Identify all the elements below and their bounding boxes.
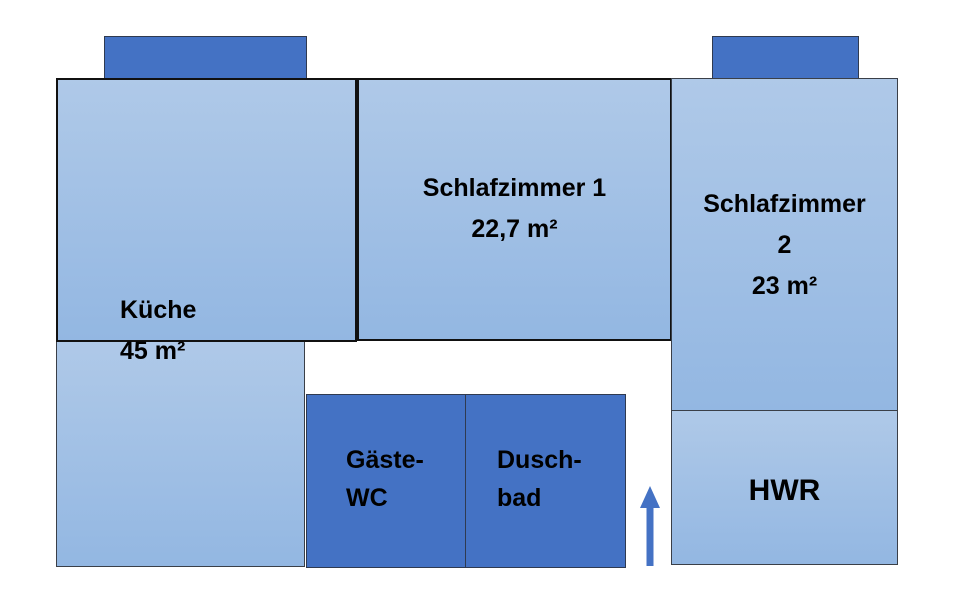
schlafzimmer-2-name-line2: 2 (777, 231, 792, 259)
duschbad-line1: Dusch- (497, 446, 582, 474)
window-schlafzimmer-2 (712, 36, 859, 79)
schlafzimmer-2-name-line1: Schlafzimmer (703, 190, 866, 218)
schlafzimmer-2-label: Schlafzimmer 2 23 m² (671, 184, 898, 307)
room-gaeste-wc (306, 394, 466, 568)
schlafzimmer-2-area: 23 m² (751, 272, 818, 300)
room-duschbad (465, 394, 626, 568)
room-kueche (56, 78, 357, 342)
schlafzimmer-1-area: 22,7 m² (471, 215, 558, 243)
kueche-area: 45 m² (120, 337, 186, 365)
duschbad-line2: bad (497, 484, 542, 512)
room-schlafzimmer-1 (357, 78, 672, 341)
kueche-name: Küche (120, 296, 197, 324)
room-hwr (671, 410, 898, 565)
hwr-label: HWR (748, 474, 821, 507)
duschbad-label: Dusch- bad (497, 441, 582, 517)
room-kueche-lower (56, 340, 305, 567)
schlafzimmer-1-label: Schlafzimmer 1 22,7 m² (357, 168, 672, 250)
kueche-label: Küche 45 m² (120, 290, 196, 372)
gaeste-wc-line2: WC (346, 484, 388, 512)
arrow-up-icon (640, 486, 660, 566)
gaeste-wc-label: Gäste- WC (346, 441, 424, 517)
schlafzimmer-1-name: Schlafzimmer 1 (422, 174, 607, 202)
window-kueche (104, 36, 307, 79)
room-schlafzimmer-2 (671, 78, 898, 411)
gaeste-wc-line1: Gäste- (346, 446, 424, 474)
